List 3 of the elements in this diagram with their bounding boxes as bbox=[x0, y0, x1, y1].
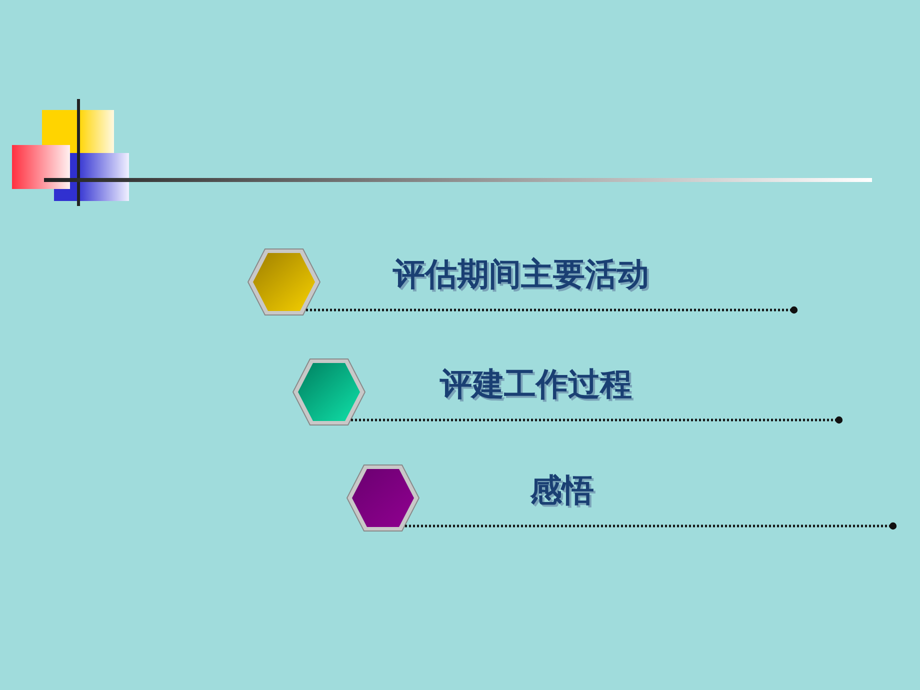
agenda-heading: 评估期间主要活动 bbox=[393, 254, 649, 294]
agenda-heading: 评建工作过程 bbox=[440, 364, 632, 404]
agenda-heading: 感悟 bbox=[530, 470, 594, 510]
